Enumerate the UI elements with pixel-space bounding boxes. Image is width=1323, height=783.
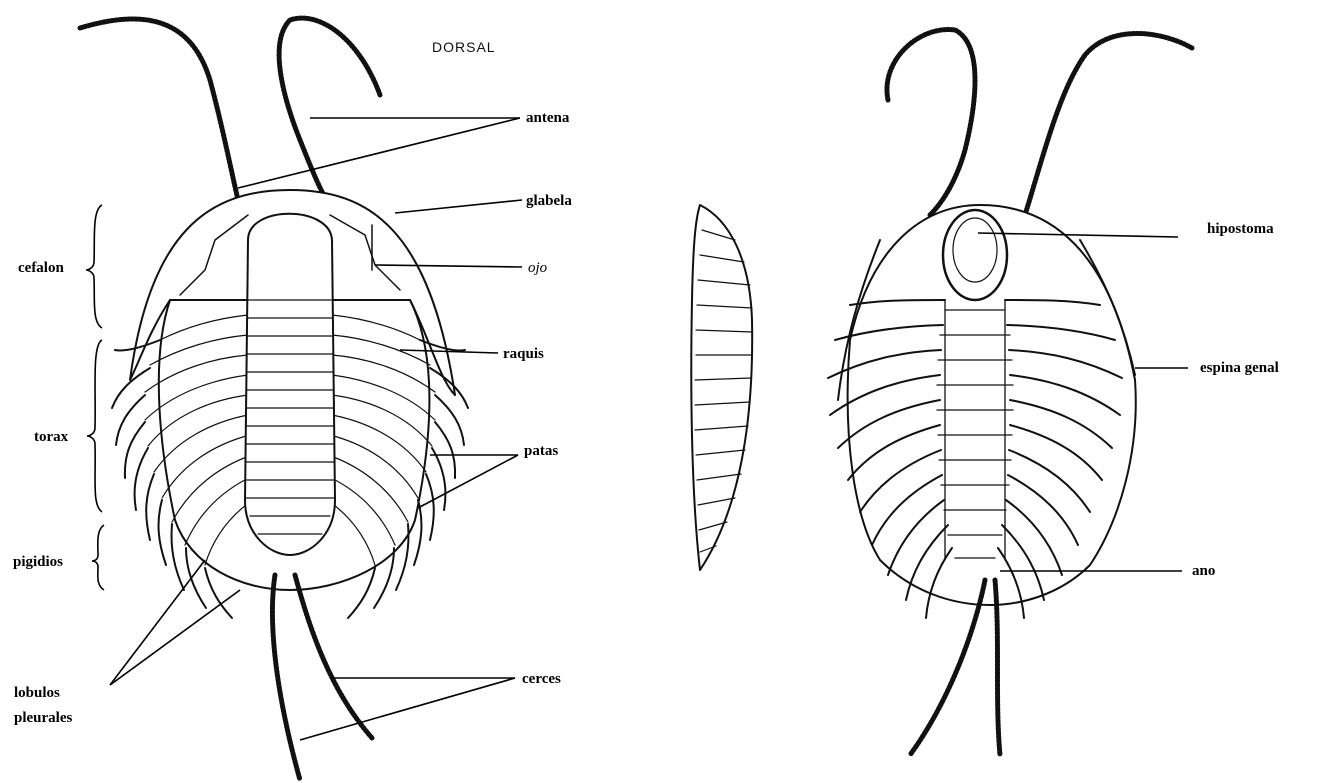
label-espina-genal: espina genal bbox=[1200, 360, 1279, 376]
lateral-body-drawing bbox=[691, 205, 752, 570]
label-patas: patas bbox=[524, 443, 558, 459]
ventral-cercus-left bbox=[910, 580, 985, 755]
brackets-left bbox=[86, 205, 104, 590]
ventral-cercus-right bbox=[995, 580, 1000, 755]
hypostome-drawing bbox=[943, 210, 1007, 300]
label-ojo: ojo bbox=[528, 260, 548, 276]
lateral-view bbox=[691, 205, 752, 570]
antenna-right-drawing bbox=[279, 18, 380, 205]
label-lobulos: lobulos bbox=[14, 685, 60, 701]
label-pigidios: pigidios bbox=[13, 554, 63, 570]
cercus-left-drawing bbox=[272, 575, 300, 780]
glabella-rachis-drawing bbox=[245, 214, 335, 555]
label-antena: antena bbox=[526, 110, 570, 126]
ventral-antenna-left bbox=[887, 30, 975, 215]
ventral-view bbox=[828, 30, 1192, 755]
label-cerces: cerces bbox=[522, 671, 561, 687]
label-ano: ano bbox=[1192, 563, 1215, 579]
cercus-right-drawing bbox=[295, 575, 372, 738]
label-hipostoma: hipostoma bbox=[1207, 221, 1274, 237]
label-glabela: glabela bbox=[526, 193, 572, 209]
label-pleurales: pleurales bbox=[14, 710, 72, 726]
view-title: DORSAL bbox=[432, 39, 496, 55]
ventral-antenna-right bbox=[1025, 33, 1192, 215]
label-torax: torax bbox=[34, 429, 69, 445]
label-cefalon: cefalon bbox=[18, 260, 64, 276]
dorsal-view bbox=[80, 18, 468, 780]
label-raquis: raquis bbox=[503, 346, 544, 362]
antenna-left-drawing bbox=[80, 19, 238, 200]
